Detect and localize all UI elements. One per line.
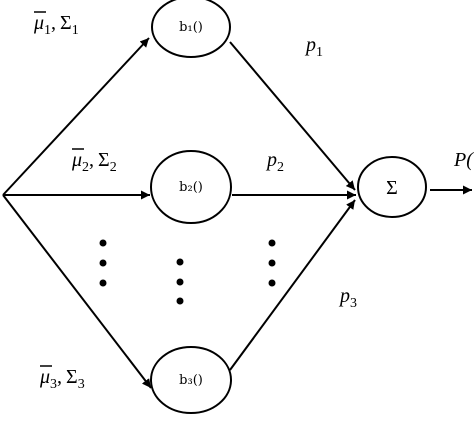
mu-symbol: μ bbox=[39, 366, 50, 388]
weight-p2: p2 bbox=[265, 149, 284, 175]
mu-symbol: μ bbox=[71, 149, 82, 171]
node-sum-label: Σ bbox=[386, 177, 398, 199]
node-b3: b₃() bbox=[150, 346, 232, 414]
edge-b3-to-sum bbox=[229, 199, 356, 371]
node-b3-label: b₃() bbox=[179, 373, 203, 388]
svg-text:μ3,Σ3: μ3,Σ3 bbox=[39, 366, 85, 392]
node-b2: b₂() bbox=[150, 150, 232, 224]
edge-source-to-b3 bbox=[2, 194, 152, 389]
mu-symbol: μ bbox=[33, 12, 44, 34]
weight-p3: p3 bbox=[338, 285, 357, 311]
weight-p1: p1 bbox=[304, 34, 323, 60]
node-b2-label: b₂() bbox=[179, 180, 203, 195]
input-params-1: μ1,Σ1 bbox=[33, 11, 79, 38]
svg-text:μ1,Σ1: μ1,Σ1 bbox=[33, 12, 79, 38]
sigma-symbol: Σ bbox=[60, 12, 72, 34]
edge-source-to-b1 bbox=[2, 37, 150, 196]
node-b1-label: b₁() bbox=[179, 20, 203, 35]
output-label: P( bbox=[453, 149, 474, 171]
edge-b1-to-sum bbox=[229, 41, 356, 191]
ellipsis-dots-right bbox=[268, 239, 276, 287]
node-b1: b₁() bbox=[151, 0, 231, 58]
ellipsis-dots-left bbox=[99, 239, 107, 287]
input-params-3: μ3,Σ3 bbox=[39, 365, 85, 392]
node-sum: Σ bbox=[357, 156, 427, 218]
ellipsis-dots-middle bbox=[176, 258, 184, 305]
input-params-2: μ2,Σ2 bbox=[71, 148, 117, 175]
sigma-symbol: Σ bbox=[66, 366, 78, 388]
svg-text:μ2,Σ2: μ2,Σ2 bbox=[71, 149, 117, 175]
sigma-symbol: Σ bbox=[98, 149, 110, 171]
